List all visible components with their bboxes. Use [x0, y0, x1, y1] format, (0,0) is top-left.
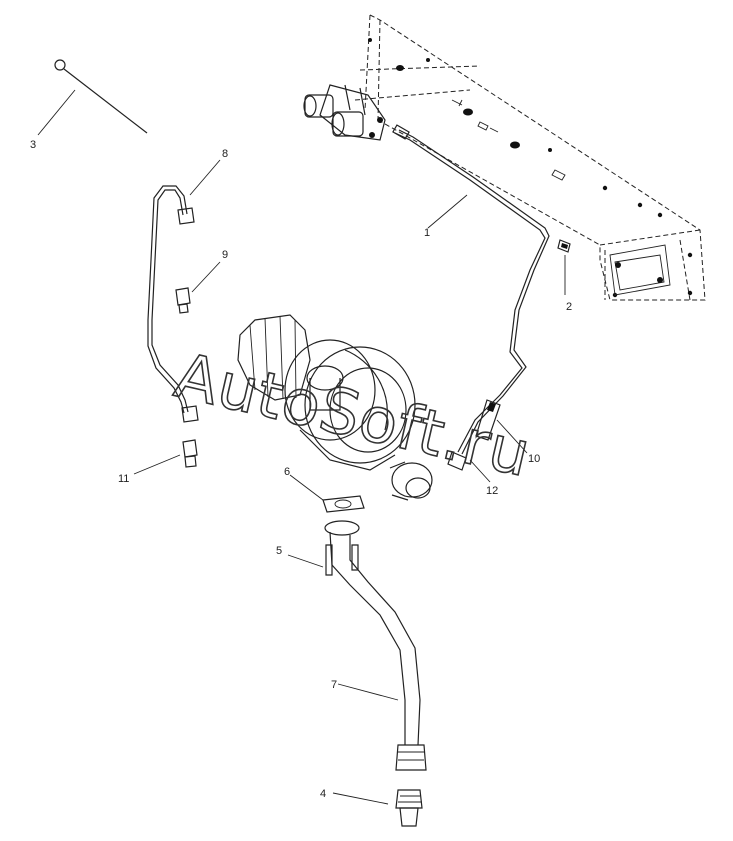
callout-3: 3 — [30, 139, 36, 151]
fitting-part-4 — [395, 789, 423, 827]
frame-rail — [354, 14, 706, 301]
callout-10: 10 — [528, 453, 540, 465]
callouts: 1 2 3 4 5 6 7 8 9 10 11 12 — [30, 139, 572, 800]
gasket-part-6 — [322, 495, 365, 513]
fitting-part-11 — [182, 439, 198, 468]
tube-part-1 — [392, 124, 550, 455]
bolts-part-5 — [325, 544, 359, 576]
fitting-part-12 — [447, 451, 467, 471]
callout-5: 5 — [276, 545, 282, 557]
callout-12: 12 — [486, 485, 498, 497]
pin-part-3 — [54, 59, 148, 134]
fitting-part-2 — [557, 239, 571, 253]
watermark-text: AutoSoft.ru — [169, 338, 538, 491]
valve-assembly — [303, 84, 386, 141]
fitting-part-10 — [475, 399, 501, 441]
callout-2: 2 — [566, 301, 572, 313]
leader-lines — [37, 89, 566, 805]
callout-4: 4 — [320, 788, 326, 800]
callout-1: 1 — [424, 227, 430, 239]
callout-9: 9 — [222, 249, 228, 261]
turbocharger — [237, 314, 433, 501]
fitting-part-9 — [175, 287, 191, 314]
tube-part-7 — [324, 520, 427, 771]
tube-part-8 — [147, 185, 199, 423]
callout-8: 8 — [222, 148, 228, 160]
callout-7: 7 — [331, 679, 337, 691]
callout-11: 11 — [118, 473, 129, 485]
callout-6: 6 — [284, 466, 290, 478]
